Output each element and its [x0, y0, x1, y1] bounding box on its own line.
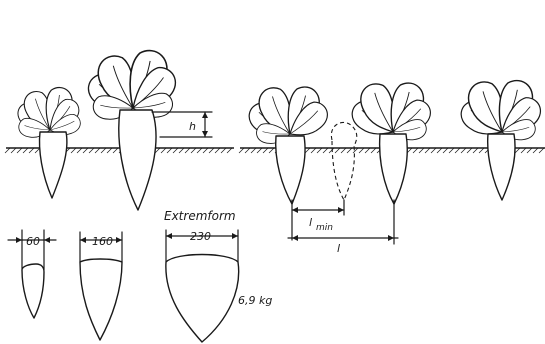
spacing-label: l [337, 242, 340, 255]
shape-60-width: 60 [26, 235, 40, 248]
height-label: h [189, 120, 196, 133]
shape-230 [166, 230, 239, 342]
min-spacing-dimension [292, 200, 344, 240]
beet-plant-row-2 [346, 80, 435, 204]
spacing-dimension [288, 200, 398, 244]
beet-plant-large [82, 48, 181, 210]
beet-plant-row-3 [455, 78, 545, 200]
shape-230-mass: 6,9 kg [238, 294, 272, 307]
shape-extremform-title: Extremform [164, 209, 236, 223]
missing-beet-outline [331, 122, 356, 200]
shape-230-width: 230 [190, 230, 211, 243]
beet-plant-row-1 [243, 84, 332, 204]
shape-160-width: 160 [92, 235, 113, 248]
beet-plant-small [13, 86, 83, 198]
shape-160 [80, 232, 122, 340]
min-spacing-label: l [309, 216, 312, 229]
min-spacing-subscript: min [316, 223, 333, 233]
